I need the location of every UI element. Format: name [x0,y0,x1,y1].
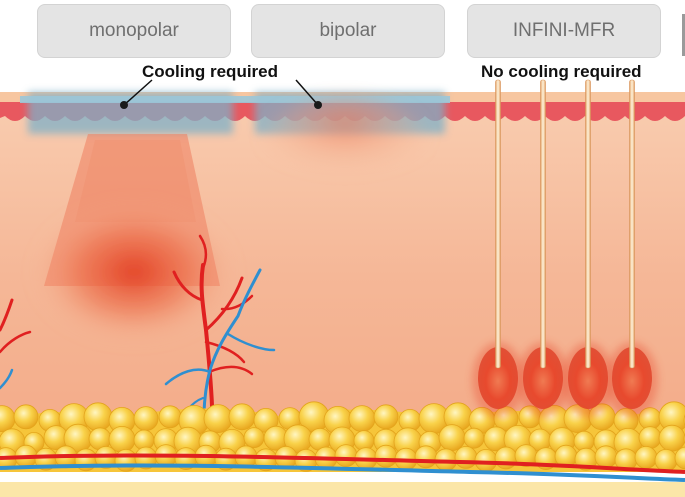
fat-cell [334,444,358,468]
monopolar-heat-inner [75,140,196,222]
needle-shaft [540,79,546,369]
fat-cell [438,424,466,452]
needle-icon [517,79,569,418]
fat-cell [494,446,518,470]
fat-cell [203,404,233,434]
fat-cell [373,404,399,430]
fat-cell [658,424,685,452]
needle-shaft [585,79,591,369]
bipolar-heat-zone [263,98,427,182]
fat-cells-icon [0,401,685,472]
cooling-required-label: Cooling required [142,62,278,81]
needle-icon [606,79,658,418]
needle-icon [562,79,614,418]
fat-cell [13,404,39,430]
right-edge-divider [682,14,685,56]
lower-skin-band [0,482,685,497]
fat-cell [594,445,618,469]
fat-cell [348,405,376,433]
fat-cell [414,445,438,469]
fat-cell [374,444,398,468]
fat-cell [243,427,265,449]
fat-cell [638,426,662,450]
no-cooling-required-label: No cooling required [481,62,642,81]
fat-cell [634,445,658,469]
fat-cell [454,445,478,469]
fat-cell [463,427,485,449]
needle-icon [472,79,524,418]
needle-shaft [495,79,501,369]
needle-heat-zone [523,347,563,409]
tab-bipolar[interactable]: bipolar [251,4,445,58]
tab-infini-mfr[interactable]: INFINI-MFR [467,4,661,58]
needle-heat-zone [478,347,518,409]
fat-cell [114,448,138,472]
leader-dot-monopolar [120,101,128,109]
monopolar-heat-zone [32,200,236,344]
fat-cell [228,403,256,431]
needle-heat-zone [612,347,652,409]
cooling-leader-lines [120,79,322,109]
fat-cell [474,448,498,472]
tab-monopolar[interactable]: monopolar [37,4,231,58]
fat-cell [133,406,159,432]
fat-cell [674,446,685,470]
needle-group [472,79,658,418]
cooling-plate [20,96,450,103]
fat-cell [654,448,678,472]
needle-shaft [629,79,635,369]
deep-artery [0,453,685,474]
fat-cell [83,402,113,432]
needle-heat-zone [568,347,608,409]
fat-cell [158,405,182,429]
deep-vein [0,463,685,482]
leader-dot-bipolar [314,101,322,109]
